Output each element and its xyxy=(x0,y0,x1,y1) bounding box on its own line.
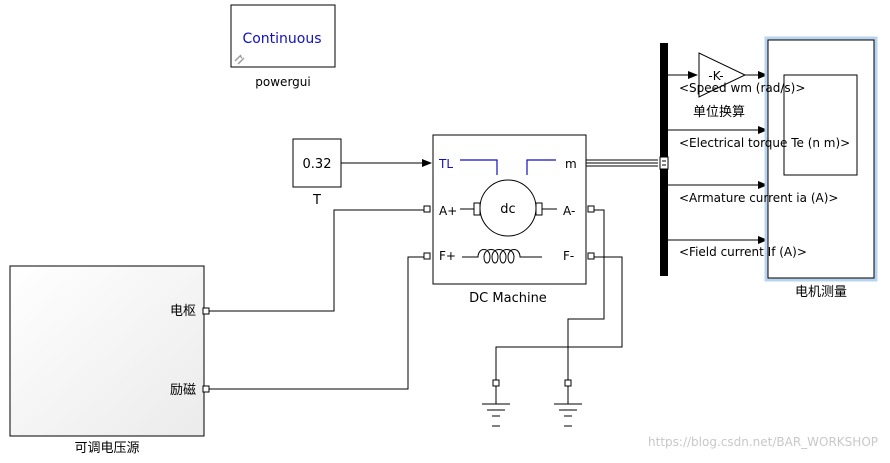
port-a-minus[interactable] xyxy=(587,205,595,213)
dc-machine-block[interactable]: TL m A+ A- F+ F- dc xyxy=(423,134,595,285)
port-a-plus-label: A+ xyxy=(439,204,457,218)
signal-label-armature-current: <Armature current ia (A)> xyxy=(679,191,838,205)
port-a-plus[interactable] xyxy=(423,205,431,213)
dc-machine-label: DC Machine xyxy=(469,291,547,306)
port-f-minus-label: F- xyxy=(563,249,574,263)
port-field[interactable] xyxy=(202,385,210,393)
signal-label-field-current: <Field current If (A)> xyxy=(679,245,807,259)
constant-value: 0.32 xyxy=(303,157,332,172)
port-m-label: m xyxy=(565,157,577,171)
signal-label-speed: <Speed wm (rad/s)> xyxy=(679,81,805,95)
port-armature[interactable] xyxy=(202,307,210,315)
powergui-block[interactable]: Continuous xyxy=(230,4,336,68)
field-coil-icon xyxy=(462,249,542,264)
scope-block[interactable] xyxy=(764,36,878,282)
motor-shaft-lines xyxy=(460,159,556,175)
voltage-source-subsystem[interactable]: 电枢 励磁 xyxy=(9,265,210,437)
watermark-text: https://blog.csdn.net/BAR_WORKSHOP xyxy=(648,435,878,449)
dc-motor-icon: dc xyxy=(460,179,557,237)
constant-block-T[interactable]: 0.32 xyxy=(292,138,342,188)
port-armature-label: 电枢 xyxy=(170,304,196,319)
port-f-plus[interactable] xyxy=(423,252,431,260)
connection-armature[interactable] xyxy=(209,209,424,312)
scope-screen xyxy=(783,74,858,176)
connection-f-minus-ground[interactable] xyxy=(495,256,623,380)
ground-block-2[interactable] xyxy=(554,379,582,427)
port-tl-label: TL xyxy=(438,157,453,171)
gain-label: 单位换算 xyxy=(693,105,745,120)
link-icon xyxy=(234,54,245,65)
gain-value: -K- xyxy=(708,69,723,83)
scope-label: 电机测量 xyxy=(795,285,847,300)
bus-selector-block[interactable] xyxy=(659,43,669,276)
bus-signal-m[interactable] xyxy=(586,159,658,167)
connection-field[interactable] xyxy=(209,256,424,390)
powergui-mode-text: Continuous xyxy=(242,31,321,47)
voltage-source-label: 可调电压源 xyxy=(74,441,139,456)
gain-block[interactable]: -K- xyxy=(698,52,747,98)
port-f-minus[interactable] xyxy=(587,252,595,260)
signal-label-torque: <Electrical torque Te (n m)> xyxy=(679,136,850,150)
motor-dc-text: dc xyxy=(500,202,515,217)
connection-a-minus-ground[interactable] xyxy=(567,209,605,380)
powergui-label: powergui xyxy=(255,75,310,89)
port-field-label: 励磁 xyxy=(170,383,196,398)
port-a-minus-label: A- xyxy=(563,204,575,218)
port-f-plus-label: F+ xyxy=(439,249,456,263)
ground-block-1[interactable] xyxy=(482,379,510,427)
constant-label: T xyxy=(312,193,321,208)
